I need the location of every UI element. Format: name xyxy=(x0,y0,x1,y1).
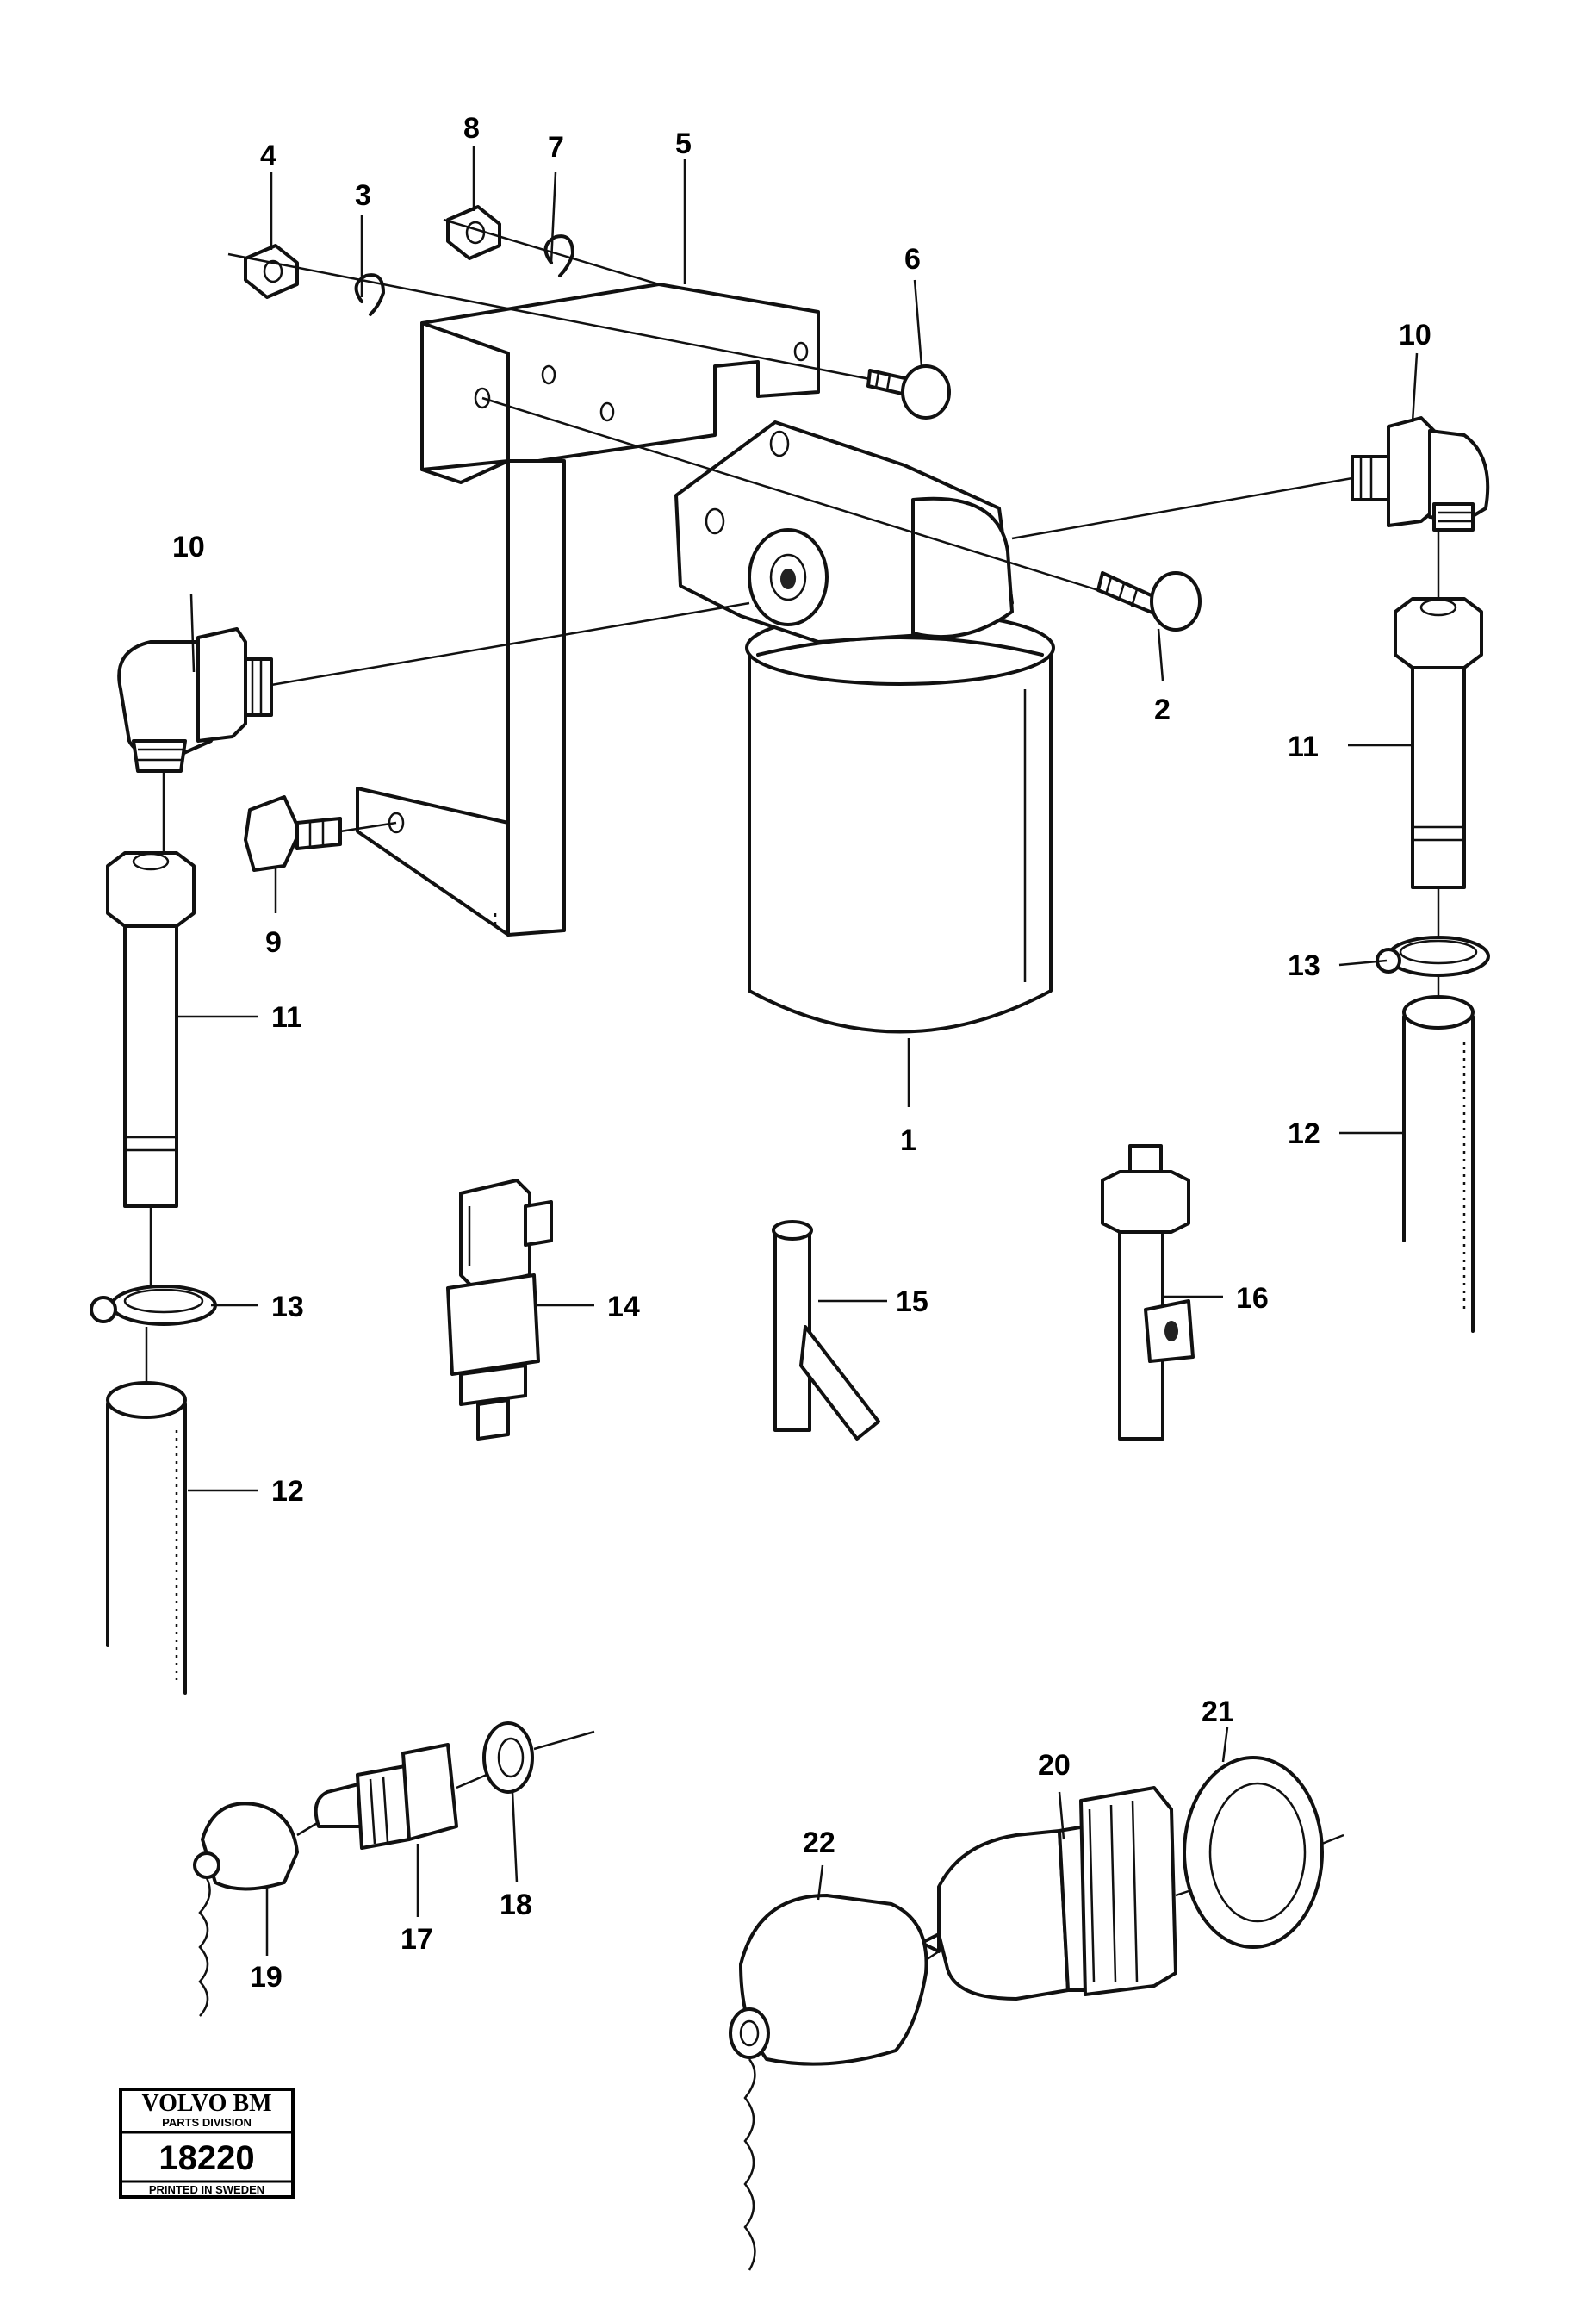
callout-11-left: 11 xyxy=(271,1001,302,1034)
nut-4 xyxy=(244,244,299,299)
callout-17: 17 xyxy=(401,1923,433,1956)
callout-numbers: 1 2 3 4 5 6 7 8 9 10 10 11 11 12 12 13 1… xyxy=(172,112,1431,1994)
callout-16: 16 xyxy=(1236,1282,1269,1315)
callout-11-right: 11 xyxy=(1288,731,1319,763)
callout-14: 14 xyxy=(607,1291,640,1323)
callout-22: 22 xyxy=(803,1826,835,1859)
hose-left xyxy=(106,1381,187,1695)
callout-1: 1 xyxy=(900,1124,916,1157)
badge-footer: PRINTED IN SWEDEN xyxy=(149,2183,264,2196)
coupling-17 xyxy=(314,1743,458,1850)
badge-number: 18220 xyxy=(158,2139,254,2177)
tube-fitting-left xyxy=(106,851,196,1208)
nut-8 xyxy=(446,205,501,260)
lock-washer-3 xyxy=(354,273,385,316)
callout-5: 5 xyxy=(675,128,692,160)
hose-clamp-left xyxy=(90,1285,217,1326)
badge-division: PARTS DIVISION xyxy=(162,2116,252,2129)
badge-brand: VOLVO BM xyxy=(141,2090,271,2117)
elbow-fitting-right xyxy=(1351,416,1490,532)
volvo-bm-badge: VOLVO BM PARTS DIVISION 18220 PRINTED IN… xyxy=(119,2088,295,2199)
washer-18 xyxy=(482,1721,534,1794)
callout-7: 7 xyxy=(548,131,564,164)
coupling-20 xyxy=(920,1786,1177,2001)
callout-12-left: 12 xyxy=(271,1475,304,1508)
dust-cap-19 xyxy=(193,1802,299,2017)
tee-fitting xyxy=(1101,1144,1195,1441)
callout-13-left: 13 xyxy=(271,1291,304,1323)
callout-3: 3 xyxy=(355,179,371,212)
callout-8: 8 xyxy=(463,112,480,145)
bolt-6 xyxy=(866,364,951,420)
filter-canister xyxy=(745,610,1055,1034)
pressure-switch xyxy=(446,1179,553,1441)
callout-12-right: 12 xyxy=(1288,1117,1320,1150)
callout-10-right: 10 xyxy=(1399,319,1431,352)
callout-6: 6 xyxy=(904,243,921,276)
callout-4: 4 xyxy=(260,140,276,172)
callout-19: 19 xyxy=(250,1961,283,1994)
callout-leaders xyxy=(177,146,1419,1956)
elbow-fitting-left xyxy=(117,627,273,773)
callout-9: 9 xyxy=(265,926,282,959)
callout-10-left: 10 xyxy=(172,531,205,563)
hose-right xyxy=(1402,995,1475,1333)
filter-head xyxy=(674,420,1014,644)
callout-18: 18 xyxy=(500,1889,532,1921)
callout-13-right: 13 xyxy=(1288,949,1320,982)
bolt-9 xyxy=(244,795,342,872)
mounting-bracket xyxy=(356,283,820,937)
bolt-2 xyxy=(1096,571,1202,632)
washer-21 xyxy=(1183,1756,1324,1949)
callout-20: 20 xyxy=(1038,1749,1071,1782)
callout-21: 21 xyxy=(1202,1696,1234,1728)
y-pipe xyxy=(772,1220,880,1441)
hose-clamp-right xyxy=(1376,936,1490,977)
callout-15: 15 xyxy=(896,1285,928,1318)
assembly-lines xyxy=(145,218,1440,1962)
tube-fitting-right xyxy=(1394,597,1483,889)
dust-cap-22 xyxy=(729,1894,928,2271)
lock-washer-7 xyxy=(543,234,574,277)
callout-2: 2 xyxy=(1154,694,1171,726)
